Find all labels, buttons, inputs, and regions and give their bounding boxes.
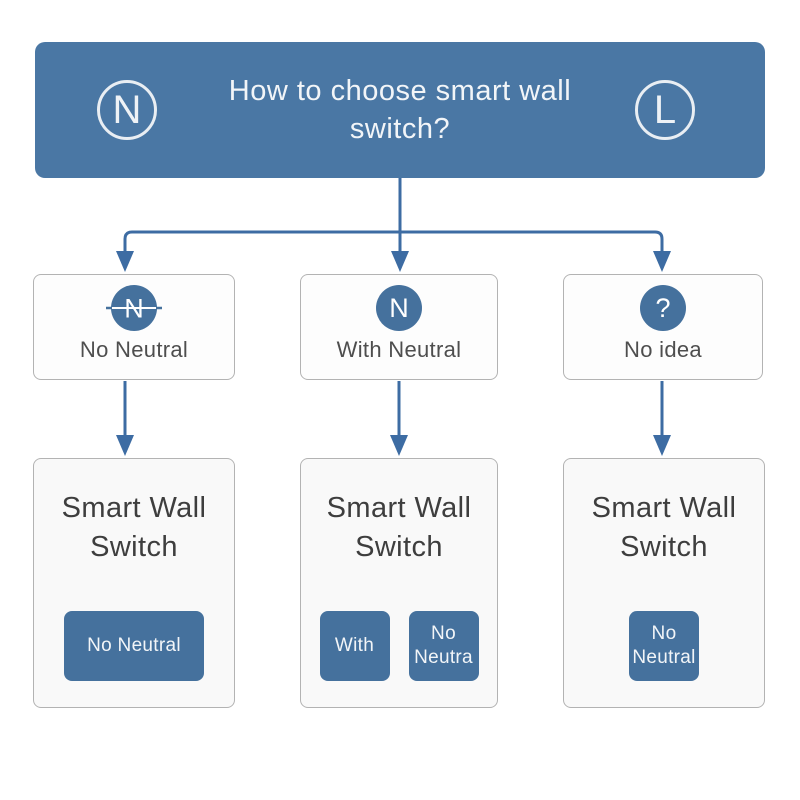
no-neutral-button[interactable]: No Neutral xyxy=(64,611,204,681)
icon-letter: ? xyxy=(655,292,671,323)
neutral-crossed-circle-icon: N xyxy=(105,284,163,332)
live-wire-badge-icon: L xyxy=(635,80,695,140)
product-card-no-idea: Smart Wall Switch No Neutral xyxy=(563,458,765,708)
neutral-wire-badge-icon: N xyxy=(97,80,157,140)
branch-with-neutral: N With Neutral xyxy=(300,274,498,380)
branch-no-idea: ? No idea xyxy=(563,274,763,380)
product-card-with-neutral: Smart Wall Switch With No Neutra xyxy=(300,458,498,708)
button-row: With No Neutra xyxy=(301,611,497,681)
header-banner: N How to choose smart wall switch? L xyxy=(35,42,765,178)
neutral-badge-letter: N xyxy=(112,87,142,132)
product-title: Smart Wall Switch xyxy=(326,492,472,564)
with-button[interactable]: With xyxy=(319,611,390,681)
branch-label: With Neutral xyxy=(336,337,462,362)
button-row: No Neutral xyxy=(564,611,764,681)
button-row: No Neutral xyxy=(34,611,234,681)
svg-text:N: N xyxy=(124,294,144,324)
live-badge-letter: L xyxy=(653,87,677,132)
no-neutral-button[interactable]: No Neutral xyxy=(629,611,699,681)
page-title: How to choose smart wall switch? xyxy=(228,74,572,145)
product-title: Smart Wall Switch xyxy=(61,492,207,564)
product-card-no-neutral: Smart Wall Switch No Neutral xyxy=(33,458,235,708)
product-title: Smart Wall Switch xyxy=(591,492,737,564)
neutral-circle-icon: N xyxy=(376,284,422,332)
question-circle-icon: ? xyxy=(640,284,686,332)
branch-label: No idea xyxy=(624,337,702,362)
branch-no-neutral: N No Neutral xyxy=(33,274,235,380)
icon-letter: N xyxy=(389,292,409,323)
no-neutral-button[interactable]: No Neutra xyxy=(408,611,479,681)
branch-label: No Neutral xyxy=(79,337,189,362)
